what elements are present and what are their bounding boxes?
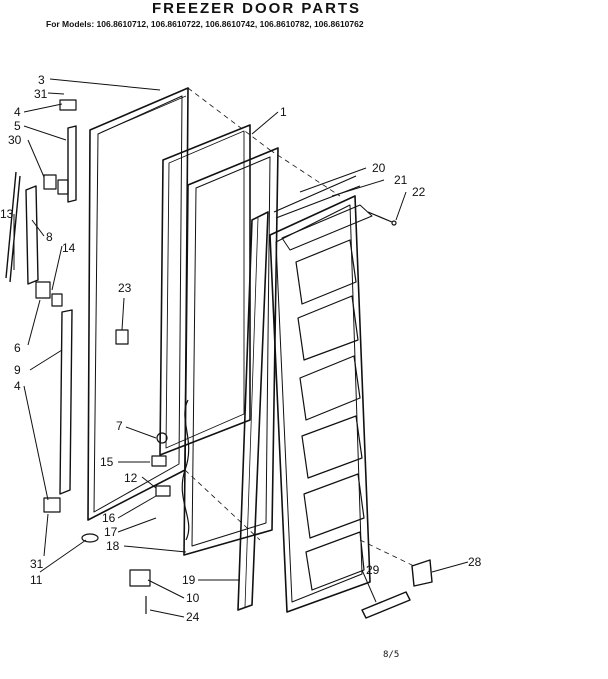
callout-5: 5 bbox=[14, 119, 21, 133]
callout-16: 16 bbox=[102, 511, 116, 525]
breaker-strip bbox=[237, 211, 269, 611]
callout-29: 29 bbox=[366, 563, 380, 577]
callout-1: 1 bbox=[280, 105, 287, 119]
hinge-strips bbox=[59, 125, 77, 495]
callout-4: 4 bbox=[14, 379, 21, 393]
door-gasket bbox=[159, 124, 251, 456]
model-list: For Models: 106.8610712, 106.8610722, 10… bbox=[46, 19, 364, 29]
callout-7: 7 bbox=[116, 419, 123, 433]
callout-12: 12 bbox=[124, 471, 138, 485]
leader-lines bbox=[13, 78, 469, 618]
callout-24: 24 bbox=[186, 610, 200, 624]
callout-31: 31 bbox=[34, 87, 48, 101]
callout-8: 8 bbox=[46, 230, 53, 244]
callout-4: 4 bbox=[14, 105, 21, 119]
callout-18: 18 bbox=[106, 539, 120, 553]
callout-10: 10 bbox=[186, 591, 200, 605]
kick-plate-parts bbox=[361, 559, 433, 619]
callout-23: 23 bbox=[118, 281, 132, 295]
callout-28: 28 bbox=[468, 555, 482, 569]
callout-22: 22 bbox=[412, 185, 426, 199]
assembly-lines bbox=[184, 87, 415, 567]
shelf-rail-parts bbox=[273, 175, 397, 226]
callout-19: 19 bbox=[182, 573, 196, 587]
callout-3: 3 bbox=[38, 73, 45, 87]
callout-21: 21 bbox=[394, 173, 408, 187]
door-liner bbox=[181, 147, 279, 556]
door-shelf-assembly bbox=[269, 195, 373, 613]
callout-31: 31 bbox=[30, 557, 44, 571]
handle-parts bbox=[5, 171, 39, 285]
callout-labels: 3 31 4 5 30 13 8 14 6 9 4 31 11 1 20 21 … bbox=[0, 73, 482, 624]
page-mark: 8/5 bbox=[383, 650, 400, 660]
page-title: FREEZER DOOR PARTS bbox=[152, 0, 362, 17]
callout-17: 17 bbox=[104, 525, 118, 539]
callout-6: 6 bbox=[14, 341, 21, 355]
callout-20: 20 bbox=[372, 161, 386, 175]
callout-9: 9 bbox=[14, 363, 21, 377]
callout-13: 13 bbox=[0, 207, 14, 221]
callout-15: 15 bbox=[100, 455, 114, 469]
callout-14: 14 bbox=[62, 241, 76, 255]
callout-30: 30 bbox=[8, 133, 22, 147]
hinge-hardware bbox=[35, 99, 171, 614]
callout-11: 11 bbox=[30, 573, 43, 587]
